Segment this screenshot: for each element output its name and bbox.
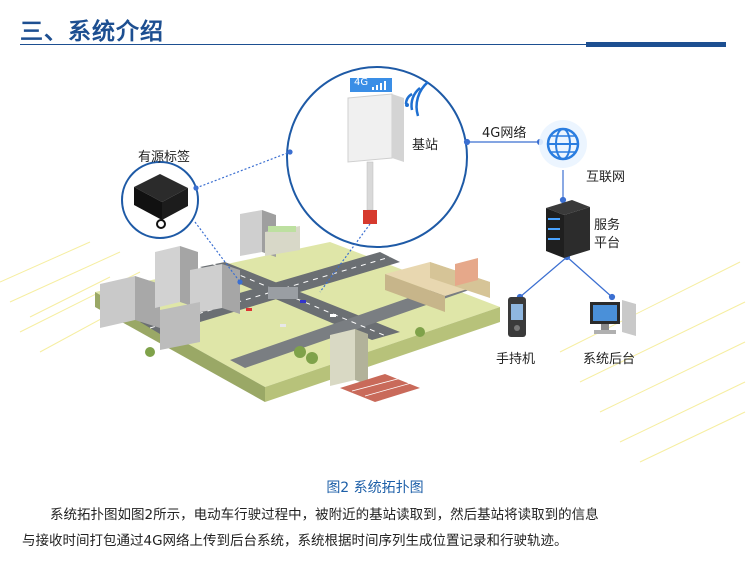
base-station-circle bbox=[286, 66, 468, 248]
server-label-line2: 平台 bbox=[594, 236, 621, 251]
network-link-label: 4G网络 bbox=[482, 126, 527, 141]
topology-graphic bbox=[0, 66, 746, 463]
description-line-2: 与接收时间打包通过4G网络上传到后台系统，系统根据时间序列生成位置记录和行驶轨迹… bbox=[22, 533, 568, 549]
tag-circle bbox=[121, 161, 199, 239]
server-label-line1: 服务 bbox=[594, 218, 621, 233]
internet-label: 互联网 bbox=[586, 170, 626, 185]
figure-caption: 图2 系统拓扑图 bbox=[326, 480, 424, 496]
tag-label: 有源标签 bbox=[138, 150, 191, 165]
internet-globe-icon bbox=[539, 120, 587, 168]
base-station-label: 基站 bbox=[412, 138, 439, 153]
description-line-1: 系统拓扑图如图2所示，电动车行驶过程中，被附近的基站读取到，然后基站将读取到的信… bbox=[50, 507, 599, 523]
header-accent-bar bbox=[586, 42, 726, 47]
backend-label: 系统后台 bbox=[583, 352, 636, 367]
handheld-icon bbox=[508, 297, 526, 337]
topology-diagram: 有源标签 基站 4G 4G网络 互联网 服务 平台 手持机 系统后台 bbox=[0, 52, 750, 472]
handheld-label: 手持机 bbox=[496, 352, 536, 367]
section-title: 三、系统介绍 bbox=[20, 19, 164, 45]
header-divider bbox=[20, 44, 726, 45]
city-illustration bbox=[95, 210, 500, 402]
desktop-computer-icon bbox=[590, 300, 636, 336]
server-icon bbox=[546, 200, 590, 258]
base-station-badge: 4G bbox=[354, 77, 369, 88]
